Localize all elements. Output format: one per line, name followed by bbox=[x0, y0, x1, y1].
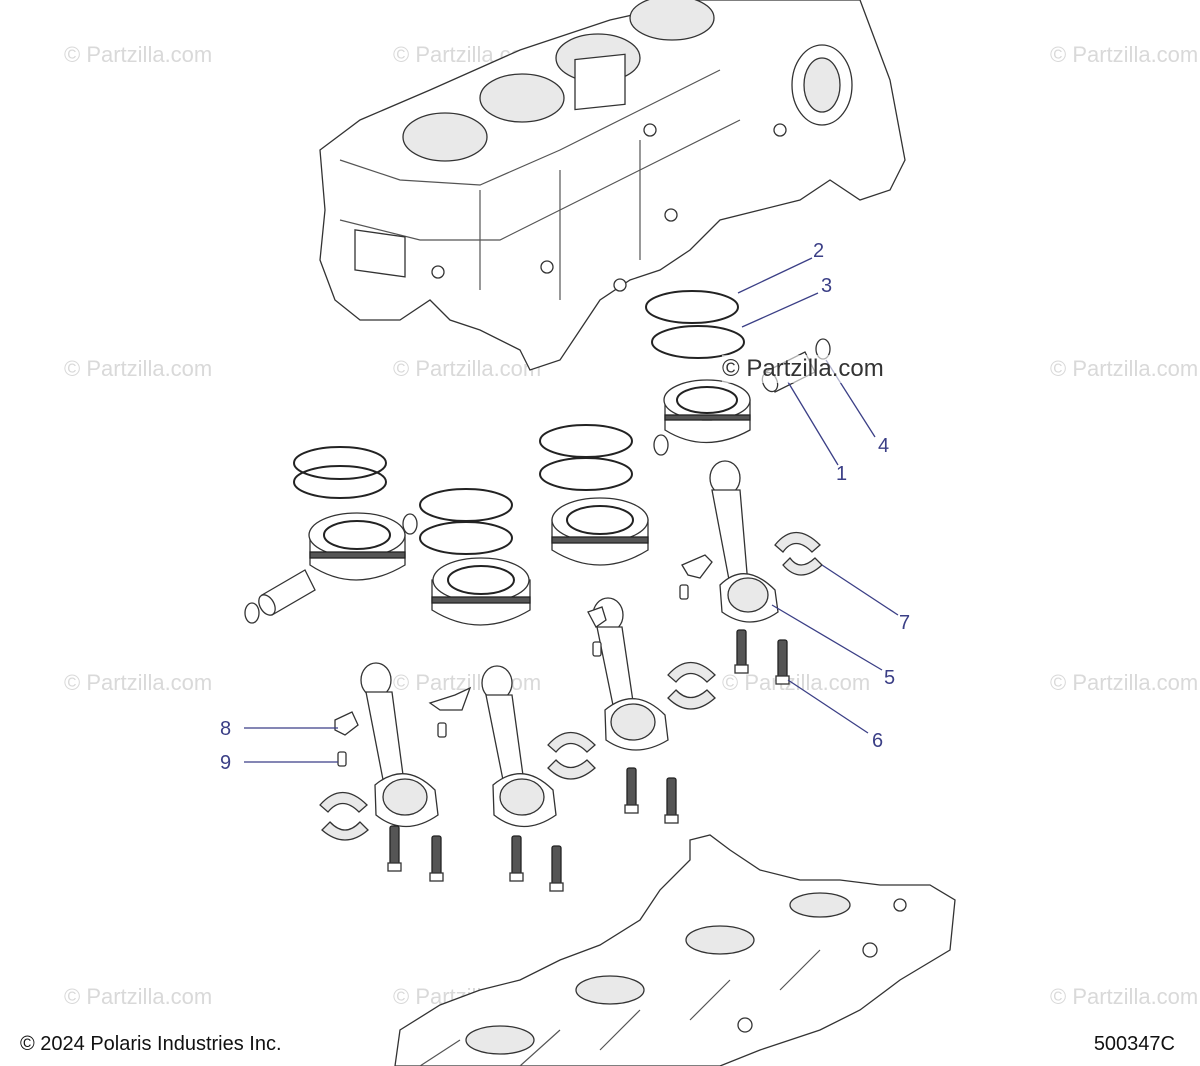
oil-jet-screw bbox=[679, 584, 689, 600]
rod-bolt bbox=[429, 835, 444, 882]
piston-rings-set bbox=[419, 488, 513, 555]
rod-bolt bbox=[664, 777, 679, 824]
piston-pin bbox=[258, 569, 316, 616]
piston-rings-set bbox=[293, 446, 387, 499]
center-watermark: © Partzilla.com bbox=[722, 355, 884, 383]
bearing-shell bbox=[774, 531, 823, 576]
watermark: © Partzilla.com bbox=[1050, 984, 1199, 1009]
rod-bolt bbox=[387, 825, 402, 872]
piston-rings-set bbox=[539, 424, 633, 491]
callout-9[interactable]: 9 bbox=[220, 752, 232, 774]
watermark: © Partzilla.com bbox=[1050, 356, 1199, 381]
bearing-shell bbox=[319, 791, 369, 841]
oil-jet-screw bbox=[337, 751, 347, 767]
rod-bolt bbox=[775, 639, 790, 685]
piston bbox=[663, 379, 751, 444]
circlip bbox=[244, 602, 260, 624]
watermark: © Partzilla.com bbox=[1050, 42, 1199, 67]
watermark: © Partzilla.com bbox=[1050, 670, 1199, 695]
callout-2[interactable]: 2 bbox=[813, 240, 825, 262]
lower-crankcase bbox=[394, 834, 956, 1066]
diagram-id: 500347C bbox=[1093, 1033, 1175, 1055]
watermark: © Partzilla.com bbox=[393, 356, 542, 381]
connecting-rod bbox=[481, 665, 557, 828]
upper-engine-block bbox=[319, 0, 906, 371]
watermark: © Partzilla.com bbox=[64, 42, 213, 67]
bearing-shell bbox=[667, 661, 716, 710]
connecting-rod bbox=[709, 460, 779, 623]
watermark: © Partzilla.com bbox=[722, 670, 871, 695]
oil-jet bbox=[428, 686, 472, 711]
watermark: © Partzilla.com bbox=[64, 670, 213, 695]
watermark: © Partzilla.com bbox=[64, 356, 213, 381]
piston-rings-set bbox=[645, 290, 745, 359]
connecting-rod bbox=[592, 597, 669, 751]
rod-bolt bbox=[624, 767, 639, 814]
copyright-text: © 2024 Polaris Industries Inc. bbox=[20, 1033, 282, 1055]
circlip bbox=[653, 434, 669, 456]
piston bbox=[551, 497, 649, 566]
callout-1[interactable]: 1 bbox=[836, 463, 848, 485]
watermark: © Partzilla.com bbox=[64, 984, 213, 1009]
callout-5[interactable]: 5 bbox=[884, 667, 896, 689]
oil-jet bbox=[334, 711, 359, 736]
circlip bbox=[402, 513, 418, 535]
oil-jet-screw bbox=[437, 722, 447, 738]
oil-jet bbox=[587, 606, 607, 628]
piston bbox=[308, 512, 406, 581]
piston bbox=[431, 557, 531, 626]
callout-7[interactable]: 7 bbox=[899, 612, 911, 634]
oil-jet-screw bbox=[592, 641, 602, 657]
bearing-shell bbox=[547, 731, 596, 780]
callout-3[interactable]: 3 bbox=[821, 275, 833, 297]
oil-jet bbox=[681, 554, 713, 579]
rod-bolt bbox=[734, 629, 749, 674]
callout-6[interactable]: 6 bbox=[872, 730, 884, 752]
rod-bolt bbox=[509, 835, 524, 882]
rod-bolt bbox=[549, 845, 564, 892]
callout-4[interactable]: 4 bbox=[878, 435, 890, 457]
callout-8[interactable]: 8 bbox=[220, 718, 232, 740]
connecting-rod bbox=[360, 662, 439, 828]
